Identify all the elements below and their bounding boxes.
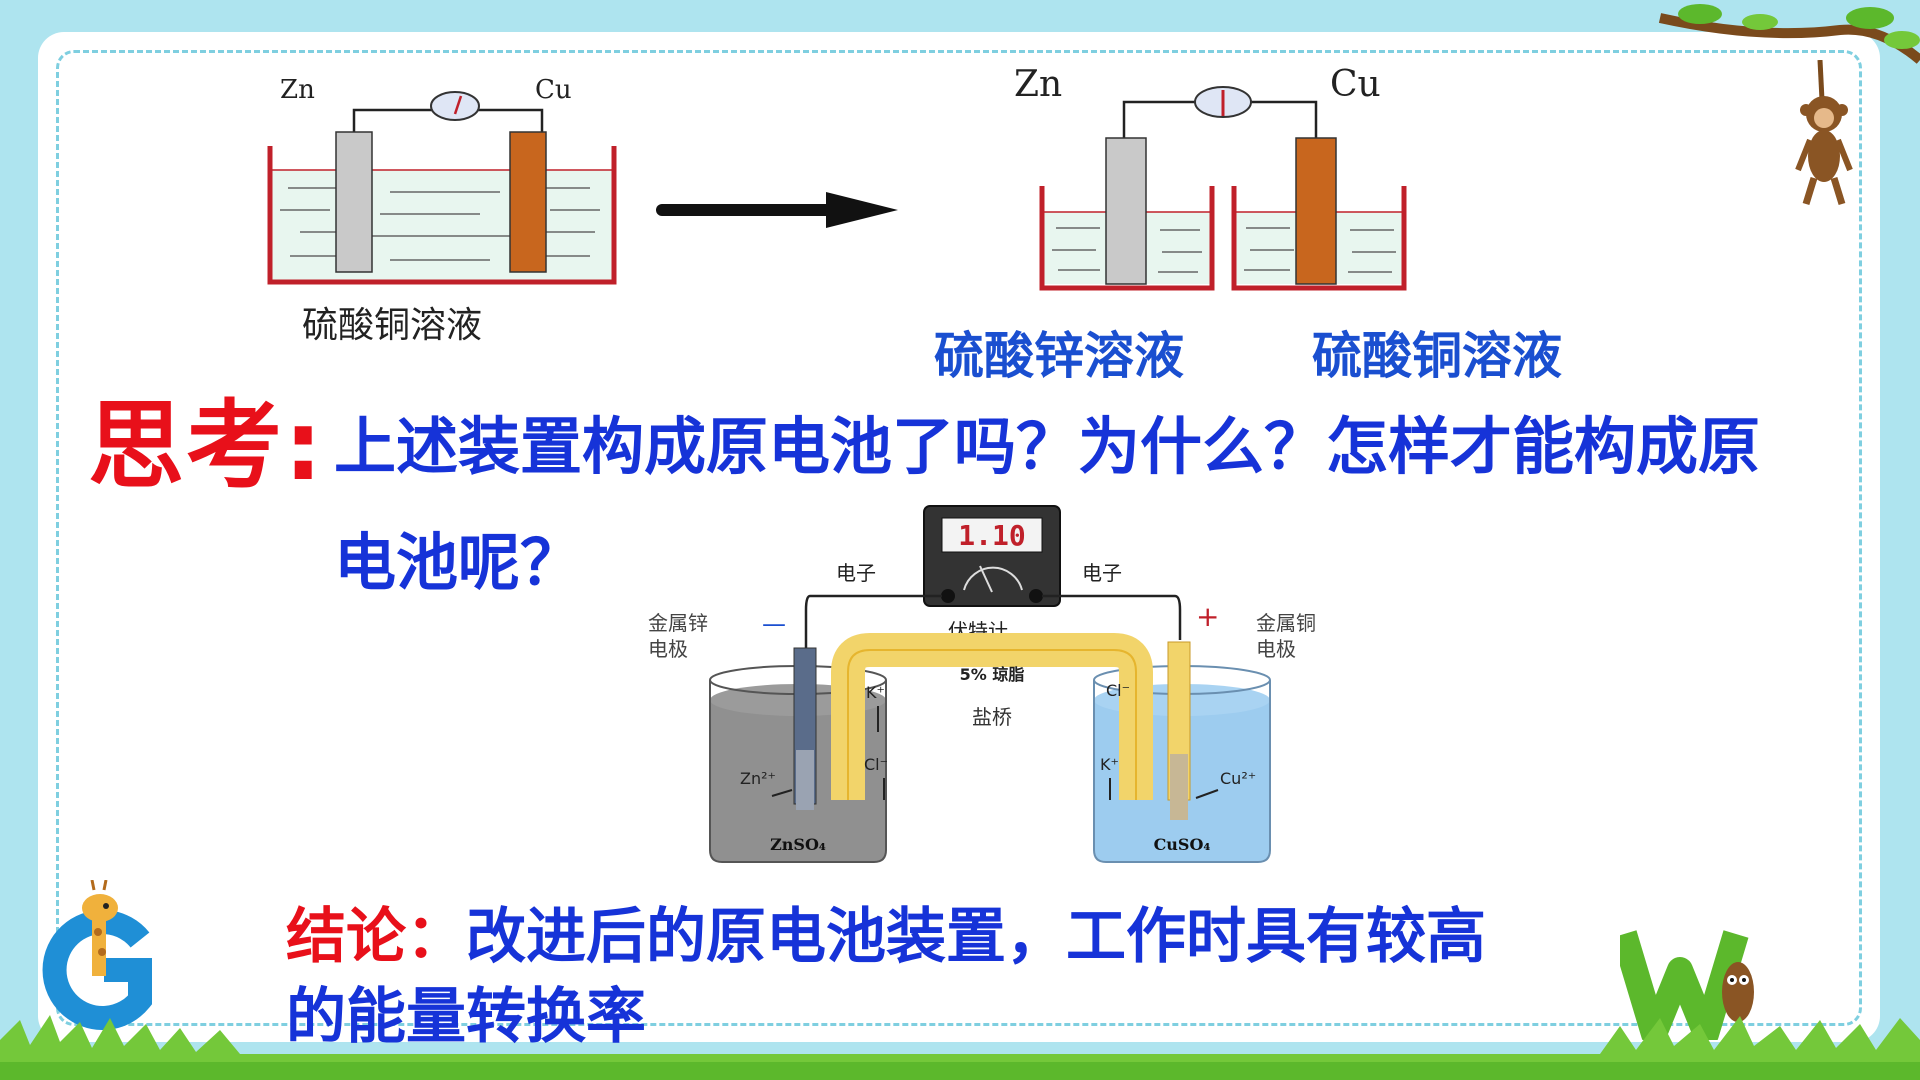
zn-ion-label: Zn²⁺	[740, 769, 776, 788]
solution-label-cu: 硫酸铜溶液	[1312, 327, 1562, 385]
znso4-label: ZnSO₄	[770, 835, 826, 854]
left-electrode-label-1: 金属锌	[648, 611, 708, 635]
galvanic-cell-diagram: 1.10 电子 电子 伏特计 金属锌 电极 金属铜 电极 — + 5% 琼脂 盐…	[648, 505, 1316, 863]
electron-right-label: 电子	[1082, 561, 1122, 585]
think-label: 思考:	[88, 390, 325, 502]
letter-g-icon	[42, 910, 152, 1030]
label-cu-right: Cu	[1330, 64, 1381, 105]
giraffe-icon	[82, 880, 118, 976]
solution-label-zn: 硫酸锌溶液	[934, 327, 1184, 385]
two-beaker-setup: Zn Cu	[1014, 64, 1407, 291]
label-zn-right: Zn	[1014, 64, 1062, 105]
label-cu-left: Cu	[535, 75, 572, 105]
cuso4-label: CuSO₄	[1154, 835, 1211, 854]
k-plus-left: K⁺	[866, 683, 885, 702]
right-electrode-label-2: 电极	[1256, 637, 1296, 661]
cl-minus-right: Cl⁻	[1106, 681, 1130, 700]
dashed-border	[56, 50, 1862, 1026]
minus-sign: —	[762, 610, 786, 638]
top-left-solution-label: 硫酸铜溶液	[302, 305, 483, 346]
left-electrode-label-2: 电极	[648, 637, 688, 661]
conclusion-label: 结论：	[286, 902, 466, 972]
question-line-2: 电池呢？	[334, 526, 583, 599]
cl-minus-left: Cl⁻	[864, 755, 888, 774]
question-line-1: 上述装置构成原电池了吗？为什么？怎样才能构成原	[334, 410, 1761, 483]
electron-left-label: 电子	[836, 561, 876, 585]
label-zn-left: Zn	[280, 75, 315, 105]
right-electrode-label-1: 金属铜	[1256, 611, 1316, 635]
conclusion-line-2: 的能量转换率	[286, 982, 646, 1052]
k-plus-right: K⁺	[1100, 755, 1119, 774]
monkey-icon	[1795, 60, 1853, 206]
cu-ion-label: Cu²⁺	[1220, 769, 1256, 788]
branch-icon	[1658, 4, 1920, 64]
single-beaker-setup: Zn Cu	[267, 75, 617, 285]
right-arrow-icon	[656, 192, 898, 228]
grass-icon	[0, 1015, 1920, 1080]
bridge-text: 5% 琼脂	[960, 665, 1025, 684]
plus-sign: +	[1196, 600, 1219, 633]
conclusion-line-1: 结论：改进后的原电池装置，工作时具有较高	[286, 888, 1486, 975]
letter-w-icon	[1620, 930, 1754, 1040]
voltmeter-reading: 1.10	[958, 519, 1025, 552]
conclusion-text-1: 改进后的原电池装置，工作时具有较高	[466, 902, 1486, 972]
salt-bridge-label: 盐桥	[972, 705, 1012, 729]
